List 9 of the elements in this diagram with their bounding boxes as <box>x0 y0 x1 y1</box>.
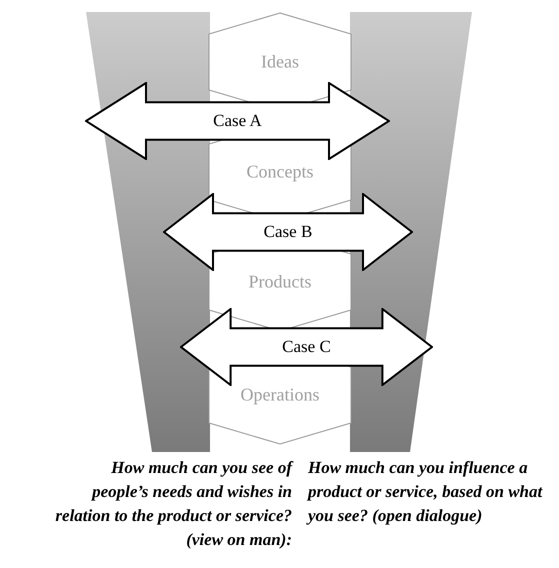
question-text: How much can you influence a product or service, based on what you see? (open dialogue) <box>308 457 544 527</box>
stage-label: Ideas <box>260 52 300 72</box>
stage-label: Concepts <box>246 162 314 182</box>
case-label: Case C <box>281 337 332 357</box>
stage-label: Products <box>248 272 312 292</box>
case-label: Case B <box>262 222 314 242</box>
case-label: Case A <box>212 111 263 131</box>
question-text: How much can you see of people’s needs and wishes in relation to the product or service? (view on man): <box>54 457 292 551</box>
stage-label: Operations <box>240 384 320 406</box>
